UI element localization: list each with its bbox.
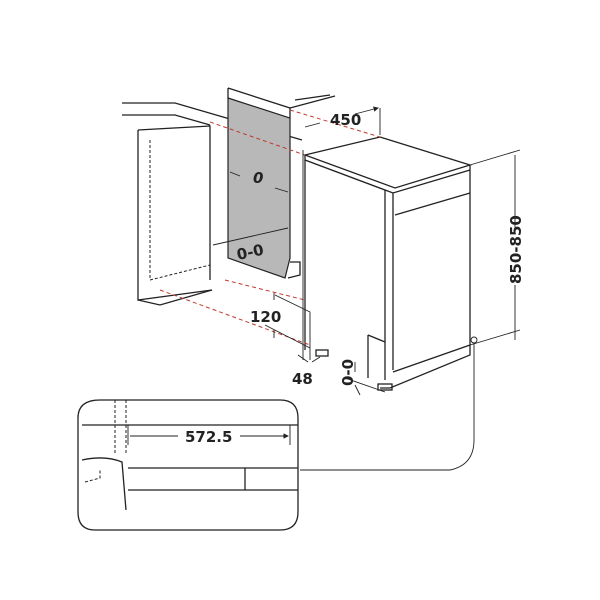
niche-gap-label: 0-0	[235, 241, 265, 264]
niche-side-panel	[227, 87, 336, 279]
depth-offset-label: 48	[292, 370, 313, 388]
foot-gap-label: 0-0	[339, 359, 357, 386]
plinth-label: 120	[250, 308, 281, 326]
width-label: 450	[330, 111, 361, 129]
detail-depth-label: 572.5	[185, 428, 232, 446]
dimension-lines	[212, 108, 521, 471]
dishwasher	[302, 136, 478, 391]
detail-inset	[77, 399, 299, 531]
alignment-guides	[159, 109, 381, 346]
side-gap-label: 0	[253, 169, 263, 187]
height-label: 850-850	[507, 215, 525, 284]
